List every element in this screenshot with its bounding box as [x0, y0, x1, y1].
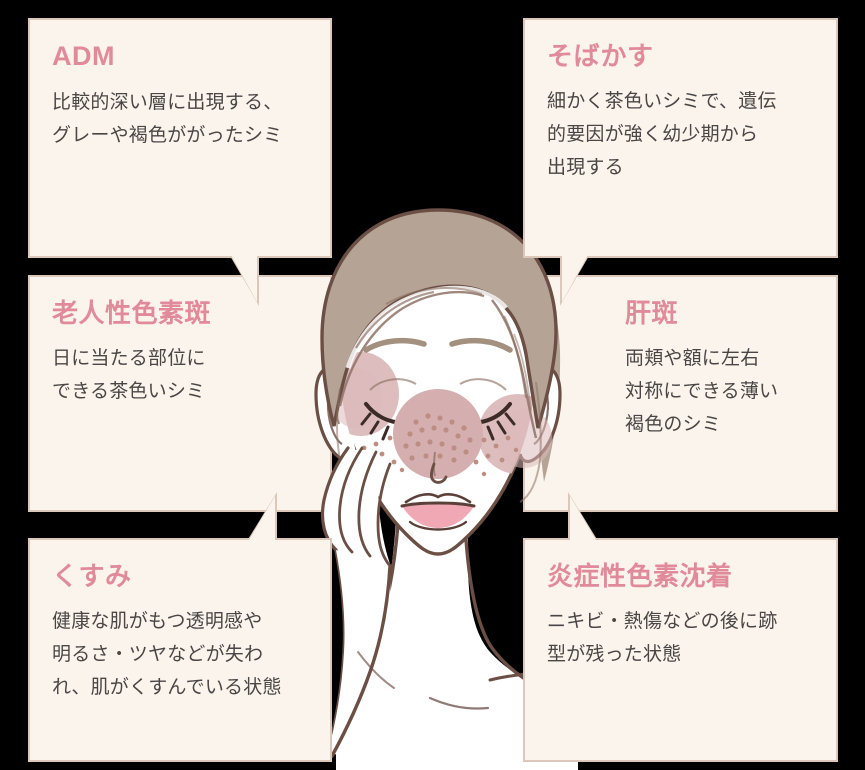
bubble-dullness-line-1: 健康な肌がもつ透明感や [52, 610, 263, 632]
bubble-pih-title: 炎症性色素沈着 [547, 561, 733, 591]
mouth [400, 492, 476, 531]
bubble-senile-lentigo-body: 日に当たる部位に できる茶色いシミ [52, 342, 308, 409]
bubble-tail-freckles [562, 255, 588, 302]
bubble-melasma-title: 肝斑 [625, 298, 679, 328]
hair-fringe [320, 208, 558, 503]
bubble-melasma: 肝斑 両頬や額に左右 対称にできる薄い 褐色のシミ [523, 275, 838, 512]
nose-pigment-patch [393, 389, 483, 479]
bubble-adm: ADM 比較的深い層に出現する、 グレーや褐色ががったシミ [28, 18, 332, 258]
bubble-pih-line-2: 型が残った状態 [547, 643, 682, 665]
bubble-freckles-line-2: 的要因が強く幼少期から [547, 123, 759, 145]
bubble-pih-body: ニキビ・熱傷などの後に跡 型が残った状態 [547, 605, 814, 672]
bubble-freckles-line-3: 出現する [547, 157, 624, 179]
bubble-freckles-title: そばかす [547, 41, 654, 71]
bubble-freckles-line-1: 細かく茶色いシミで、遺伝 [547, 90, 777, 112]
woman-face-illustration [278, 182, 598, 770]
bubble-melasma-line-3: 褐色のシミ [625, 414, 722, 436]
hand-on-cheek [320, 446, 395, 766]
bubble-adm-line-1: 比較的深い層に出現する、 [52, 91, 283, 113]
bubble-melasma-line-2: 対称にできる薄い [625, 380, 779, 402]
eyebrows [363, 337, 513, 353]
bubble-pih-line-1: ニキビ・熱傷などの後に跡 [547, 610, 778, 632]
bubble-dullness-title: くすみ [52, 561, 132, 591]
bubble-freckles: そばかす 細かく茶色いシミで、遺伝 的要因が強く幼少期から 出現する [523, 18, 838, 258]
bubble-senile-lentigo-line-1: 日に当たる部位に [52, 347, 206, 369]
nose [429, 451, 448, 484]
bubble-senile-lentigo-line-2: できる茶色いシミ [52, 380, 206, 402]
bubble-senile-lentigo-title: 老人性色素斑 [52, 298, 212, 328]
bubble-adm-title: ADM [52, 41, 115, 71]
bubble-freckles-body: 細かく茶色いシミで、遺伝 的要因が強く幼少期から 出現する [547, 85, 814, 185]
bubble-adm-body: 比較的深い層に出現する、 グレーや褐色ががったシミ [52, 86, 308, 153]
bubble-dullness: くすみ 健康な肌がもつ透明感や 明るさ・ツヤなどが失わ れ、肌がくすんでいる状態 [28, 538, 332, 762]
bubble-melasma-line-1: 両頬や額に左右 [625, 347, 760, 369]
bubble-tail-pih [570, 496, 596, 540]
bubble-dullness-line-2: 明るさ・ツヤなどが失わ [52, 643, 264, 665]
bubble-tail-dullness [249, 496, 275, 540]
bubble-adm-line-2: グレーや褐色ががったシミ [52, 124, 283, 146]
bubble-tail-adm [231, 255, 257, 302]
bubble-pih: 炎症性色素沈着 ニキビ・熱傷などの後に跡 型が残った状態 [523, 538, 838, 762]
bubble-melasma-body: 両頬や額に左右 対称にできる薄い 褐色のシミ [625, 342, 814, 442]
bubble-dullness-body: 健康な肌がもつ透明感や 明るさ・ツヤなどが失わ れ、肌がくすんでいる状態 [52, 605, 308, 705]
bubble-dullness-line-3: れ、肌がくすんでいる状態 [52, 677, 282, 699]
